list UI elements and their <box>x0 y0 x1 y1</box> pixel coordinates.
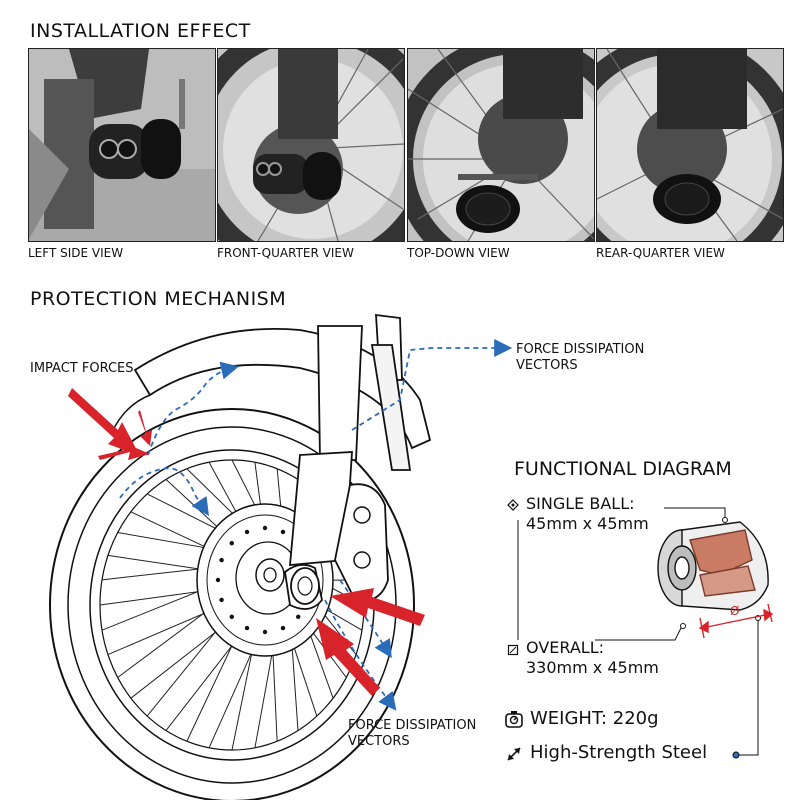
spoke <box>130 604 251 699</box>
single-ball-spec: SINGLE BALL: 45mm x 45mm <box>526 494 649 533</box>
fork <box>289 313 412 566</box>
disc-hole <box>280 625 286 631</box>
disc-hole <box>296 541 301 546</box>
spoke <box>280 607 318 717</box>
caption-left-side-view: LEFT SIDE VIEW <box>28 246 124 260</box>
spoke <box>297 580 357 655</box>
dissipation-label-bottom: FORCE DISSIPATION VECTORS <box>348 718 477 749</box>
disc-hole <box>306 597 311 603</box>
spoke <box>107 596 244 656</box>
photo-left-side-view <box>28 48 216 242</box>
spoke <box>231 609 262 751</box>
spoke <box>107 554 239 576</box>
spoke <box>297 579 362 581</box>
spoke <box>276 468 286 551</box>
disc-hole <box>306 557 311 563</box>
photo-front-quarter-view <box>217 48 405 242</box>
spoke <box>101 563 241 581</box>
disc-hole <box>229 541 234 546</box>
spoke <box>292 554 357 560</box>
material-spec: High-Strength Steel <box>530 742 708 763</box>
spoke <box>295 591 363 631</box>
dimension-arrow-icon <box>507 747 521 761</box>
spoke <box>208 610 271 749</box>
spoke <box>296 569 365 606</box>
disc-hole <box>262 525 268 531</box>
disc-hole <box>215 577 221 583</box>
spoke <box>165 479 248 555</box>
overall-spec: OVERALL: 330mm x 45mm <box>526 638 659 677</box>
spoke <box>186 468 266 546</box>
spoke <box>146 596 245 717</box>
brake-caliper <box>334 483 389 602</box>
spoke <box>288 601 299 731</box>
impact-forces-label: IMPACT FORCES <box>30 361 134 376</box>
spoke <box>254 462 267 546</box>
front-fender <box>133 327 432 450</box>
functional-diagram-title: FUNCTIONAL DIAGRAM <box>514 458 732 480</box>
photo-rear-quarter-view <box>596 48 784 242</box>
bullet-square-icon <box>507 644 519 656</box>
spoke <box>130 511 242 565</box>
weight-scale-icon <box>505 711 523 728</box>
photo-top-down-view <box>407 48 595 242</box>
spoke <box>186 605 252 742</box>
spoke <box>289 600 347 678</box>
installation-title: INSTALLATION EFFECT <box>30 20 251 42</box>
axle-slider <box>255 558 323 610</box>
disc-hole <box>296 614 301 619</box>
spoke <box>101 575 239 631</box>
disc-hole <box>262 629 268 635</box>
spoke <box>254 607 281 748</box>
wheel-spokes <box>99 459 365 751</box>
disc-hole <box>244 625 250 631</box>
caption-front-quarter-view: FRONT-QUARTER VIEW <box>217 246 354 260</box>
spoke <box>296 532 347 570</box>
disc-hole <box>219 597 224 603</box>
slider-cross-section <box>657 521 769 611</box>
spoke <box>294 592 334 699</box>
spoke <box>231 459 276 547</box>
dimension-diameter-symbol: Ø <box>730 604 740 618</box>
disc-hole <box>280 529 286 535</box>
protection-title: PROTECTION MECHANISM <box>30 288 287 310</box>
disc-hole <box>244 529 250 535</box>
spoke <box>270 610 278 742</box>
spoke <box>146 493 256 549</box>
caption-rear-quarter-view: REAR-QUARTER VIEW <box>596 246 725 260</box>
spoke <box>208 461 257 549</box>
spoke <box>165 609 261 731</box>
weight-spec: WEIGHT: 220g <box>530 708 659 729</box>
caption-top-down-view: TOP-DOWN VIEW <box>407 246 510 260</box>
bullet-diamond-icon <box>507 499 519 511</box>
brake-disc <box>196 503 334 657</box>
spoke <box>117 586 240 678</box>
disc-hole <box>309 577 315 583</box>
spoke <box>117 532 247 556</box>
dissipation-label-top: FORCE DISSIPATION VECTORS <box>516 342 645 373</box>
disc-hole <box>219 557 224 563</box>
spoke <box>99 585 239 606</box>
disc-hole <box>229 614 234 619</box>
